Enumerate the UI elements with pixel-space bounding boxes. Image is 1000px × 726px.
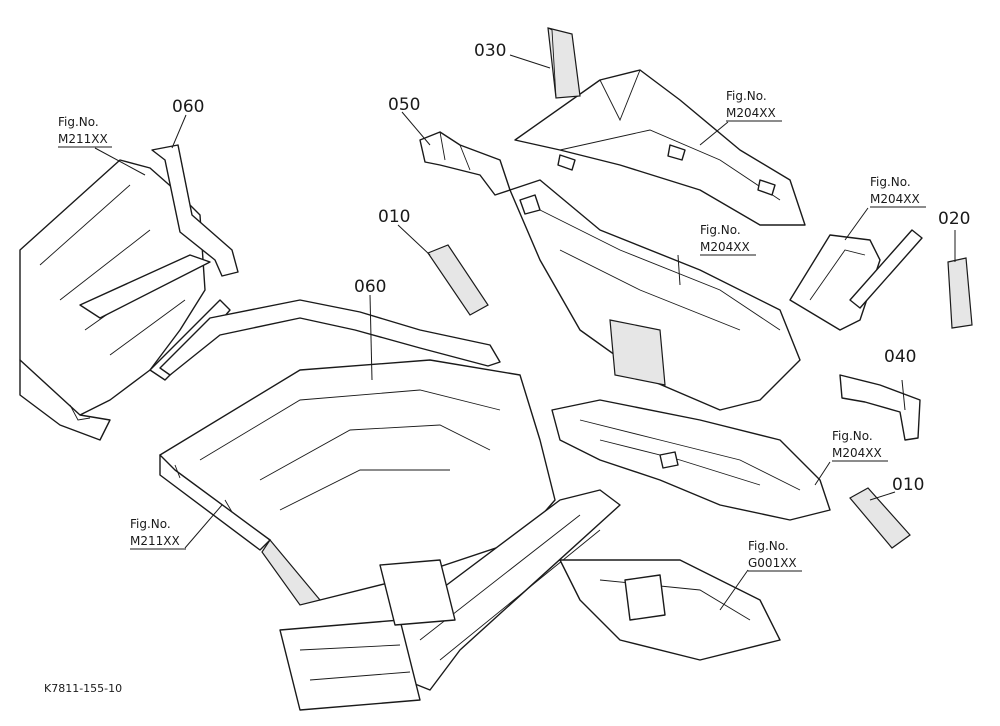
figure-reference-m211xx-lower: Fig.No. M211XX [130,517,186,550]
part-010-plate-lower [849,487,911,549]
callout-060-left: 060 [172,97,204,117]
callout-060-center: 060 [354,277,386,297]
fig-label: Fig.No. [748,539,789,553]
middle-rear-panel [509,179,801,411]
leader-lines [94,54,956,611]
fig-code: M204XX [832,446,882,460]
callout-010-upper: 010 [378,207,410,227]
figure-reference-g001xx: Fig.No. G001XX [748,539,802,572]
lower-frame [279,489,781,711]
part-030-plate [547,27,581,99]
callout-040: 040 [884,347,916,367]
fig-code: M204XX [870,192,920,206]
callout-020: 020 [938,209,970,229]
fig-label: Fig.No. [832,429,873,443]
fig-code: M204XX [726,106,776,120]
drawing-code: K7811-155-10 [44,682,122,695]
callout-030: 030 [474,41,506,61]
part-040-block [839,374,921,441]
fig-label: Fig.No. [870,175,911,189]
figure-reference-m204xx-top: Fig.No. M204XX [726,89,782,122]
callout-010-lower: 010 [892,475,924,495]
part-050-block [419,131,511,196]
fig-label: Fig.No. [726,89,767,103]
callout-050: 050 [388,95,420,115]
fig-code: M211XX [130,534,180,548]
part-010-plate-upper [427,244,489,316]
figure-reference-m204xx-right: Fig.No. M204XX [870,175,926,208]
figure-reference-m204xx-lower: Fig.No. M204XX [832,429,888,462]
figure-reference-m204xx-center: Fig.No. M204XX [700,223,756,256]
fig-code: G001XX [748,556,797,570]
fig-code: M204XX [700,240,750,254]
part-020 [849,229,973,329]
fig-label: Fig.No. [58,115,99,129]
fig-label: Fig.No. [700,223,741,237]
fig-code: M211XX [58,132,108,146]
part-060-bracket-left [79,144,239,319]
upper-rear-panel [514,69,806,226]
lower-rear-panel [551,399,831,521]
figure-reference-m211xx-top: Fig.No. M211XX [58,115,112,148]
fig-label: Fig.No. [130,517,171,531]
